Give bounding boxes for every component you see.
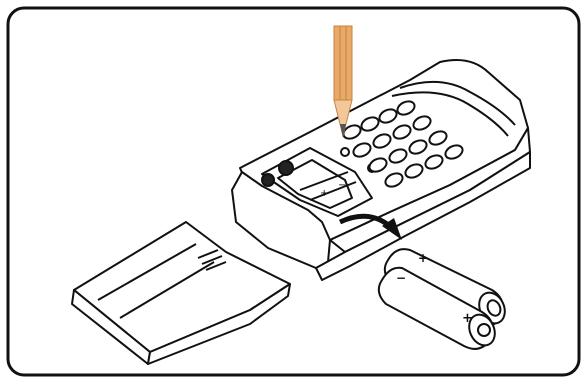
battery-back-plus-label: + [418, 251, 428, 265]
spring-contact-1 [279, 161, 293, 175]
battery-front-minus-label: − [396, 271, 406, 285]
release-button [341, 148, 349, 156]
battery-front-plus-label: + [462, 311, 473, 326]
battery-front-terminal [478, 324, 490, 336]
pencil-body [334, 26, 352, 100]
spring-contact-2 [262, 174, 274, 186]
compartment-plus-label: + [320, 188, 328, 199]
compartment-minus-label: − [338, 180, 346, 191]
